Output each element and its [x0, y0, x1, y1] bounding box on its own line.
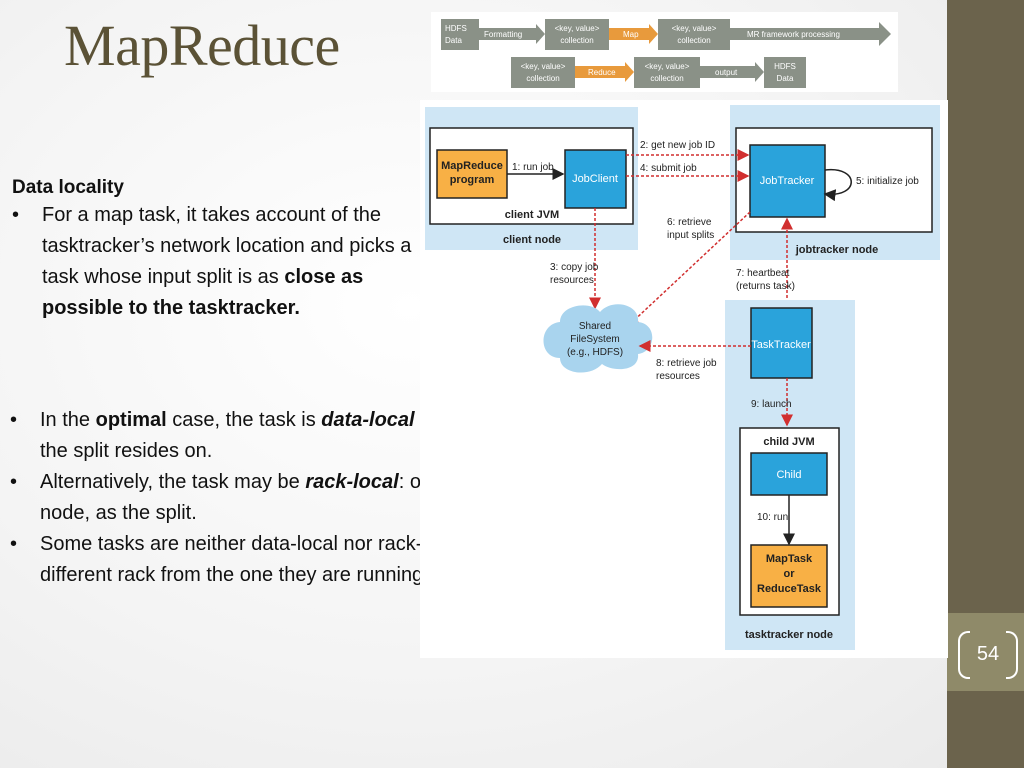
bullet-text: Alternatively, the task may be — [40, 471, 306, 493]
locality-bold-text: close as possible to the tasktracker. — [42, 266, 364, 319]
kv-collection-label: collection — [650, 74, 683, 83]
bullet-bold-italic: rack-local — [305, 471, 399, 493]
slide-title: MapReduce — [64, 13, 340, 78]
jobclient-label: JobClient — [572, 173, 618, 185]
client-node-label: client node — [503, 234, 561, 246]
initialize-job-arrow — [823, 168, 852, 202]
retrieve-resources-label: 8: retrieve job — [656, 358, 717, 369]
run-job-label: 1: run job — [512, 162, 554, 173]
kv-collection-label: collection — [526, 74, 559, 83]
mr-processing-label: MR framework processing — [747, 30, 840, 39]
mr-processing-arrow — [730, 22, 891, 46]
mapreduce-flow-diagram: HDFS Data Formatting <key, value> collec… — [431, 12, 898, 92]
run-label: 10: run — [757, 512, 788, 523]
locality-text: For a map task, it takes account of the … — [42, 204, 412, 288]
retrieve-splits-label: 6: retrieve — [667, 217, 712, 228]
jobtracker-box — [749, 144, 826, 218]
maptask-label: or — [784, 568, 796, 580]
hdfs-data-box-1 — [441, 19, 479, 50]
shared-filesystem-cloud — [543, 304, 653, 373]
shared-fs-label: Shared — [579, 321, 611, 332]
output-arrow — [700, 62, 764, 82]
kv-collection-label: collection — [560, 36, 593, 45]
initialize-job-label: 5: initialize job — [856, 176, 919, 187]
hdfs-data-label: HDFS — [774, 62, 796, 71]
output-label: output — [715, 68, 738, 77]
maptask-box — [750, 544, 828, 608]
bullet-text: case, the task is — [166, 409, 322, 431]
reduce-label: Reduce — [588, 68, 616, 77]
page-number: 54 — [958, 631, 1018, 679]
retrieve-splits-label: input splits — [667, 230, 714, 241]
job-run-architecture-diagram: MapReduce program 1: run job JobClient c… — [420, 100, 948, 658]
kv-collection-box-1 — [545, 19, 609, 50]
maptask-label: ReduceTask — [757, 583, 822, 595]
client-jvm-label: client JVM — [505, 209, 559, 221]
formatting-label: Formatting — [484, 30, 522, 39]
locality-bullet: • For a map task, it takes account of th… — [12, 204, 412, 319]
bullet-bold-italic: data-local — [321, 409, 415, 431]
get-job-id-label: 2: get new job ID — [640, 140, 715, 151]
kv-collection-box-3 — [511, 57, 575, 88]
retrieve-splits-arrow — [626, 211, 751, 328]
reduce-arrow — [575, 62, 634, 82]
mapreduce-program-label: program — [450, 174, 495, 186]
hdfs-data-label-1a: HDFS — [445, 24, 467, 33]
kv-collection-label: <key, value> — [672, 24, 717, 33]
jobtracker-node-label: jobtracker node — [795, 244, 879, 256]
child-box — [750, 452, 828, 496]
hdfs-data-label-1b: Data — [445, 36, 462, 45]
heartbeat-label: (returns task) — [736, 281, 795, 292]
kv-collection-label: collection — [677, 36, 710, 45]
tasktracker-node-label: tasktracker node — [745, 629, 833, 641]
launch-label: 9: launch — [751, 399, 792, 410]
child-jvm-label: child JVM — [763, 436, 814, 448]
map-label: Map — [623, 30, 639, 39]
bullet-bold: optimal — [95, 409, 167, 431]
kv-collection-box-2 — [658, 19, 730, 50]
kv-collection-box-4 — [634, 57, 700, 88]
tasktracker-label: TaskTracker — [751, 339, 811, 351]
maptask-label: MapTask — [766, 553, 813, 565]
submit-job-label: 4: submit job — [640, 163, 697, 174]
bullet-text: In the — [40, 409, 96, 431]
kv-collection-label: <key, value> — [555, 24, 600, 33]
jobtracker-label: JobTracker — [760, 175, 815, 187]
tasktracker-box — [750, 307, 813, 379]
hdfs-data-box-2 — [764, 57, 806, 88]
shared-fs-label: (e.g., HDFS) — [567, 347, 623, 358]
mapreduce-program-label: MapReduce — [441, 160, 503, 172]
copy-resources-label: resources — [550, 275, 594, 286]
copy-resources-label: 3: copy job — [550, 262, 599, 273]
kv-collection-label: <key, value> — [645, 62, 690, 71]
map-arrow — [609, 24, 658, 44]
jobclient-box — [564, 149, 627, 209]
heartbeat-label: 7: heartbeat — [736, 268, 790, 279]
locality-heading: Data locality — [12, 177, 124, 198]
kv-collection-label: <key, value> — [521, 62, 566, 71]
hdfs-data-label: Data — [777, 74, 794, 83]
retrieve-resources-label: resources — [656, 371, 700, 382]
shared-fs-label: FileSystem — [570, 334, 619, 345]
formatting-arrow — [479, 24, 545, 44]
child-label: Child — [776, 469, 801, 481]
